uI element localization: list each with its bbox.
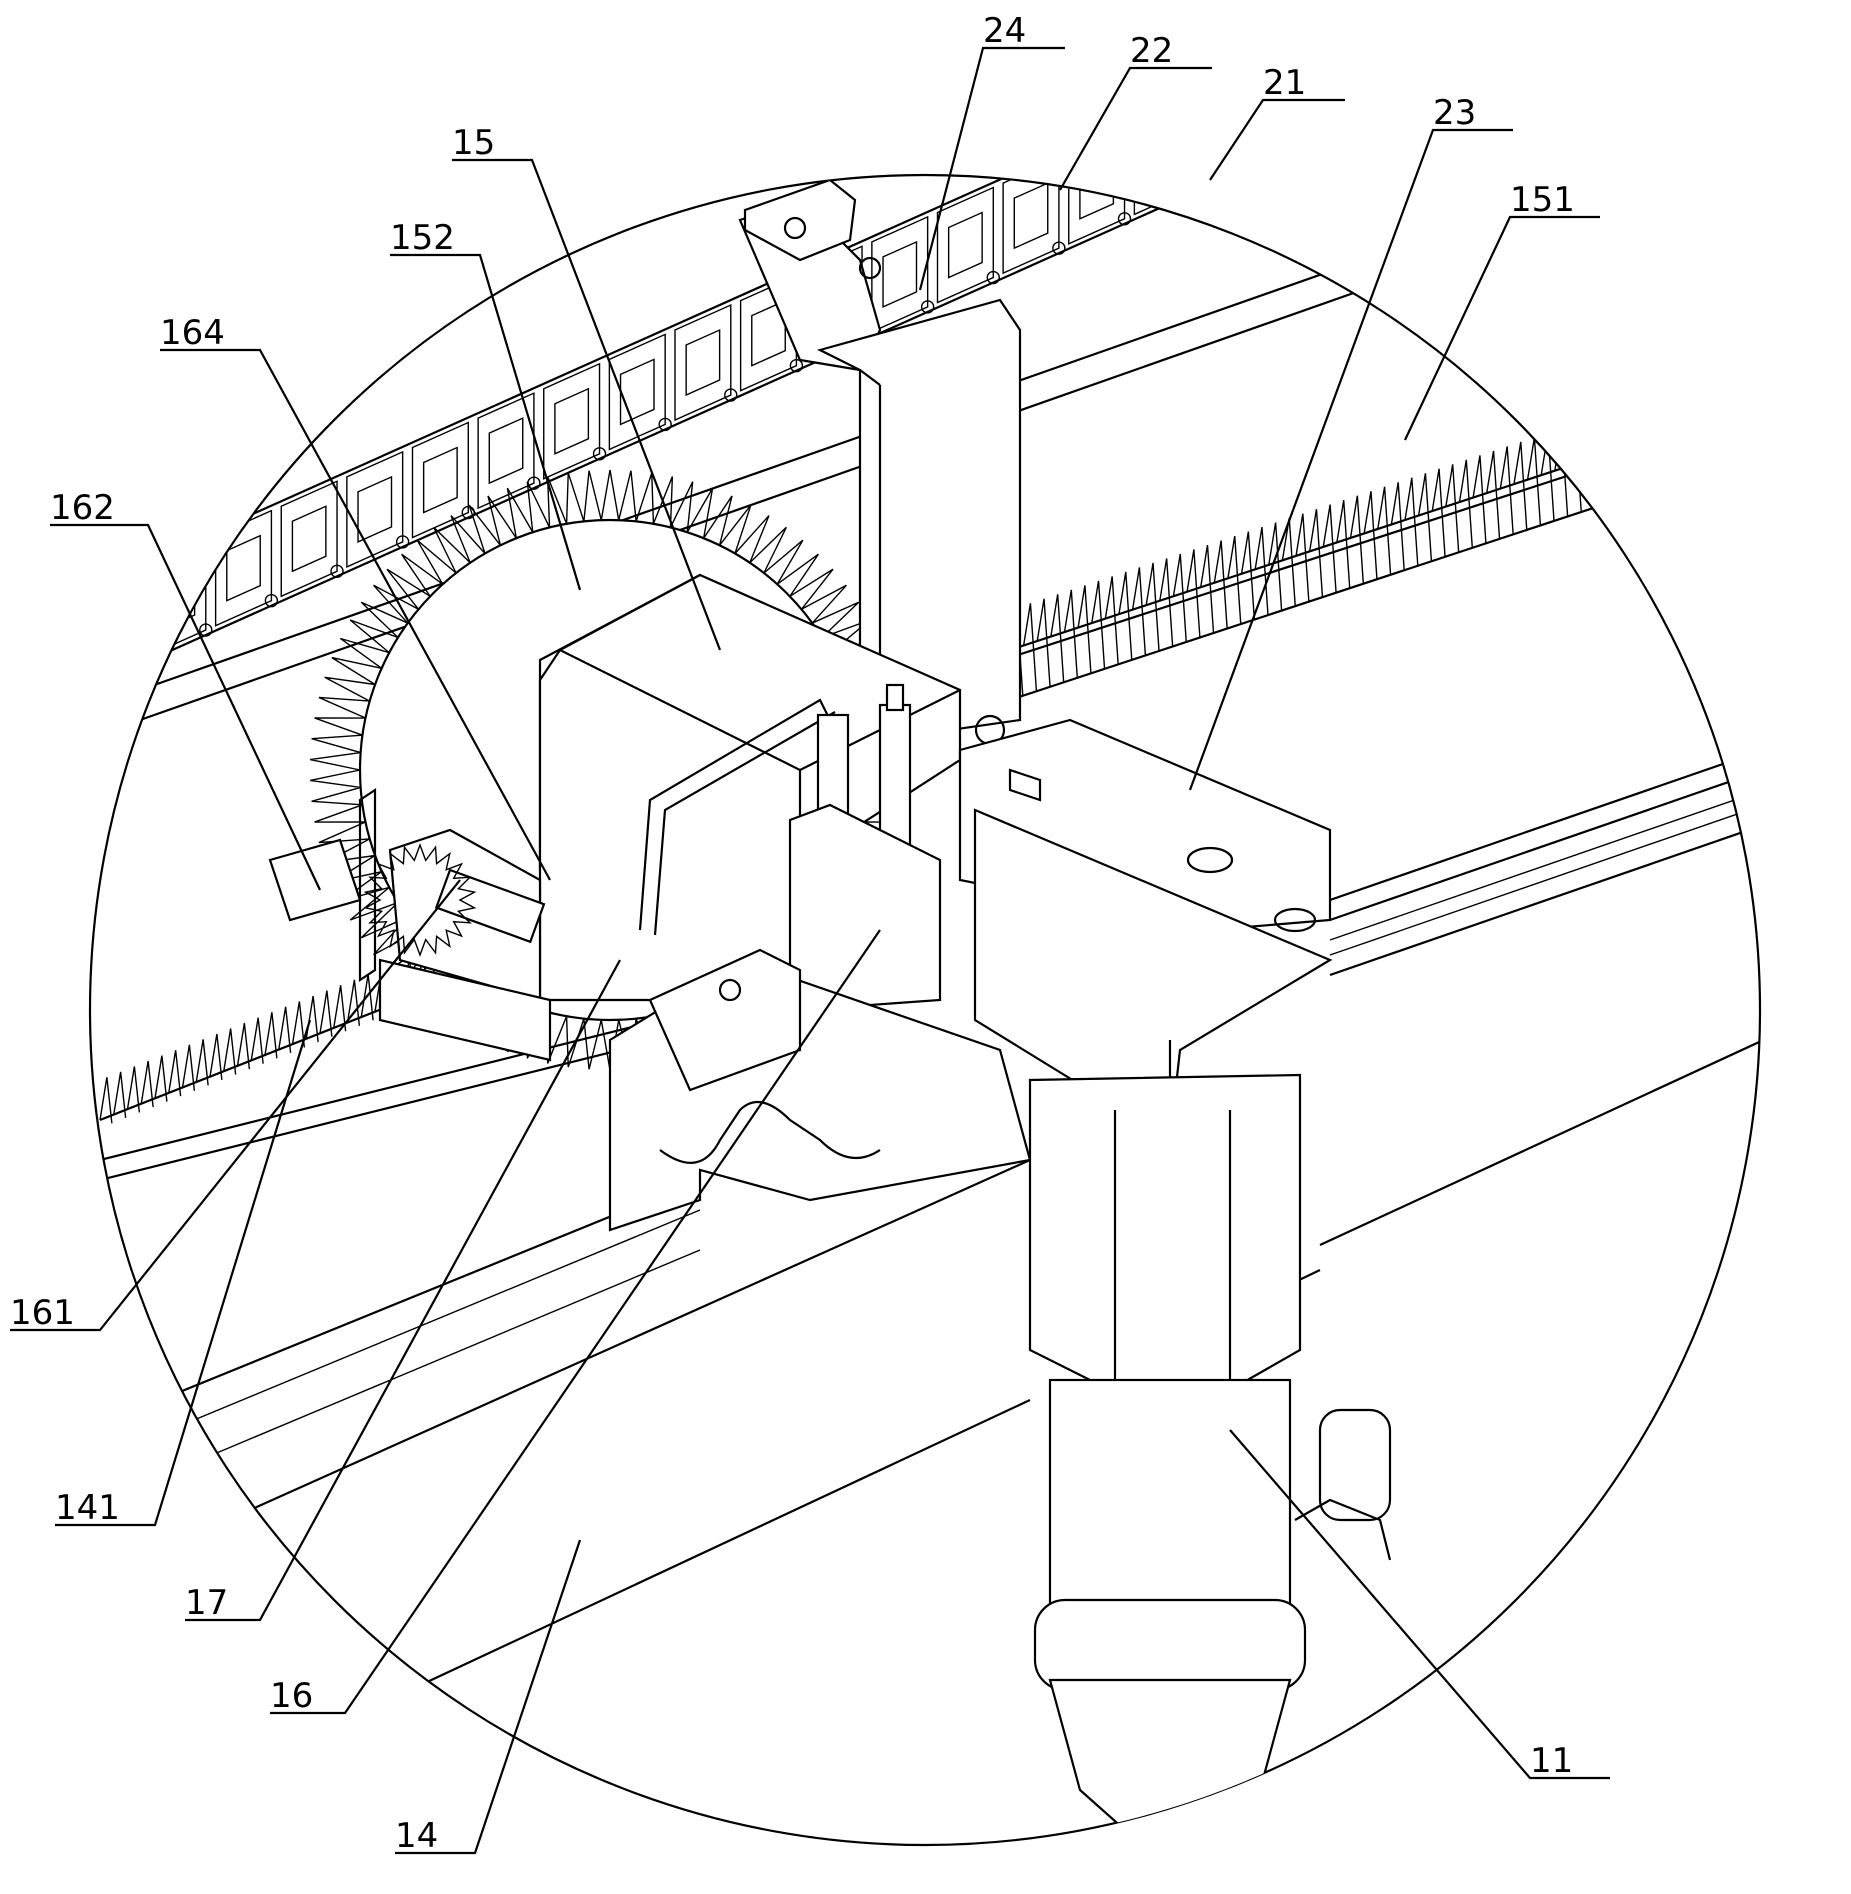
leader-lines xyxy=(10,46,1610,1855)
label-21: 21 xyxy=(1263,63,1306,103)
right-guide-rail xyxy=(1319,718,1760,1246)
label-22: 22 xyxy=(1130,31,1173,71)
label-162: 162 xyxy=(50,488,115,528)
label-17: 17 xyxy=(185,1583,228,1623)
label-23: 23 xyxy=(1433,93,1476,133)
label-152: 152 xyxy=(390,218,455,258)
mechanism xyxy=(99,175,1760,1845)
drag-chain xyxy=(149,175,1201,662)
label-141: 141 xyxy=(55,1488,120,1528)
label-11: 11 xyxy=(1530,1741,1573,1781)
sliding-block xyxy=(608,803,1032,1232)
lower-beam xyxy=(99,1008,1321,1691)
shaft-assembly xyxy=(268,828,552,1062)
label-164: 164 xyxy=(160,313,225,353)
label-24: 24 xyxy=(983,11,1026,51)
label-151: 151 xyxy=(1510,180,1575,220)
nozzle xyxy=(1033,1378,1392,1845)
detail-circle xyxy=(88,173,1762,1847)
motor xyxy=(538,573,1006,1002)
carriage-plate xyxy=(738,178,1022,742)
right-rack xyxy=(1009,352,1760,702)
head-housing xyxy=(958,718,1333,1392)
label-16: 16 xyxy=(270,1676,313,1716)
labels: 24 22 21 23 151 15 152 164 162 161 141 1… xyxy=(10,11,1575,1856)
label-161: 161 xyxy=(10,1293,75,1333)
label-15: 15 xyxy=(452,123,495,163)
label-14: 14 xyxy=(395,1816,438,1856)
